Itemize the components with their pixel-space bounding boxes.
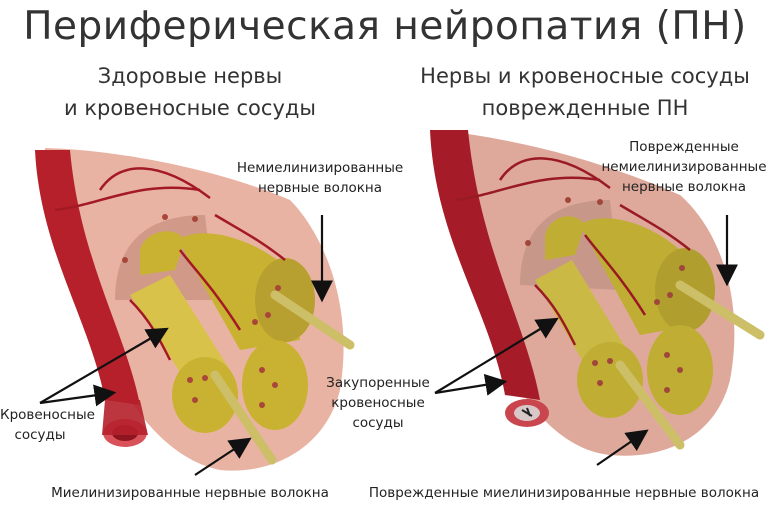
label-line: Поврежденные миелинизированные нервные в… <box>368 485 760 501</box>
diagram-title: Периферическая нейропатия (ПН) <box>23 4 747 49</box>
healthy-nerve-illustration <box>35 148 355 471</box>
arrow-blocked-vessel-2 <box>434 373 508 396</box>
arrow-blocked-vessel-1 <box>434 317 559 394</box>
arrow-vessel-2 <box>39 384 117 407</box>
label-line: сосуды <box>352 415 404 431</box>
label-line: Немиелинизированные <box>236 160 404 176</box>
label-myelinated-fibers: Миелинизированные нервные волокна <box>30 483 350 503</box>
label-line: кровеносные <box>331 395 425 411</box>
label-line: Миелинизированные нервные волокна <box>51 485 329 501</box>
label-blood-vessels: Кровеносные сосуды <box>0 405 95 445</box>
label-line: сосуды <box>14 427 66 443</box>
label-line: Закупоренные <box>326 375 430 391</box>
label-damaged-myelinated-fibers: Поврежденные миелинизированные нервные в… <box>358 483 770 503</box>
right-heading-line2: поврежденные ПН <box>481 96 689 120</box>
arrow-vessel-1 <box>39 327 169 404</box>
label-damaged-unmyelinated-fibers: Поврежденные немиелинизированные нервные… <box>598 137 770 197</box>
label-blocked-vessels: Закупоренные кровеносные сосуды <box>322 373 434 433</box>
damaged-nerve-illustration <box>430 130 765 456</box>
left-heading-line2: и кровеносные сосуды <box>64 96 316 120</box>
right-heading: Нервы и кровеносные сосуды поврежденные … <box>405 60 765 124</box>
label-line: нервные волокна <box>257 180 383 196</box>
left-heading-line1: Здоровые нервы <box>97 64 283 88</box>
pointer-arrows <box>39 215 738 476</box>
label-line: Кровеносные <box>0 407 95 423</box>
label-line: немиелинизированные <box>601 159 767 175</box>
label-line: Поврежденные <box>629 139 739 155</box>
right-heading-line1: Нервы и кровеносные сосуды <box>420 64 750 88</box>
arrow-damaged-myelinated <box>596 429 649 466</box>
left-heading: Здоровые нервы и кровеносные сосуды <box>20 60 360 124</box>
arrow-myelinated <box>194 437 252 476</box>
label-unmyelinated-fibers: Немиелинизированные нервные волокна <box>225 158 415 198</box>
label-line: нервные волокна <box>621 179 747 195</box>
